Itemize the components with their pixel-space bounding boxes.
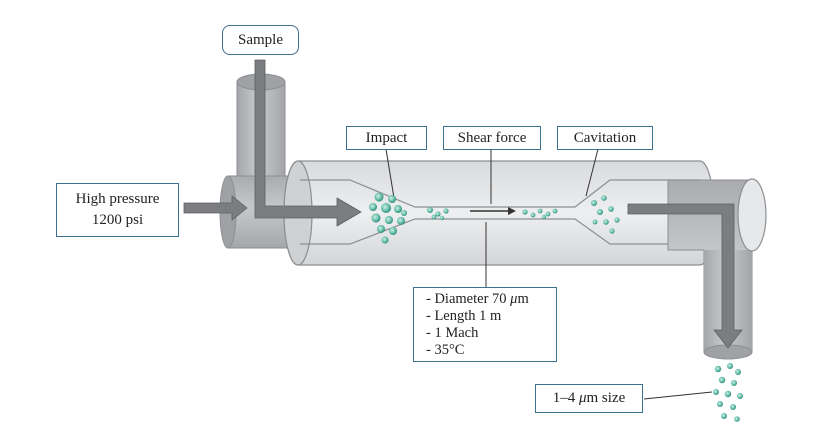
outlet-arrow xyxy=(627,203,743,349)
sample-arrow xyxy=(254,59,362,227)
high-pressure-text: High pressure xyxy=(75,191,160,207)
cavitation-particles xyxy=(591,195,620,234)
chamber-specs-box: - Diameter 70 μm - Length 1 m - 1 Mach -… xyxy=(413,287,557,362)
leader-lines xyxy=(385,148,713,400)
spec-diameter: - Diameter 70 μm xyxy=(426,290,529,307)
pressure-value-text: 1200 psi xyxy=(91,212,144,228)
impact-particles xyxy=(369,192,407,244)
output-size-label: 1–4 μm size xyxy=(535,384,643,413)
shear-force-label: Shear force xyxy=(443,126,541,150)
spec-temperature: - 35°C xyxy=(426,341,465,358)
spec-velocity: - 1 Mach xyxy=(426,324,479,341)
high-pressure-arrow xyxy=(183,195,248,221)
sample-text: Sample xyxy=(238,31,283,48)
impact-label: Impact xyxy=(346,126,427,150)
output-size-text: 1–4 μm size xyxy=(552,390,626,406)
impact-text: Impact xyxy=(365,129,408,146)
cavitation-label: Cavitation xyxy=(557,126,653,150)
shear-particles-left xyxy=(427,207,449,221)
cavitation-text: Cavitation xyxy=(573,129,637,146)
shear-force-text: Shear force xyxy=(457,129,527,146)
spec-length: - Length 1 m xyxy=(426,307,502,324)
output-particles xyxy=(713,363,743,422)
shear-particles-right xyxy=(522,208,558,220)
sample-label: Sample xyxy=(222,25,299,55)
high-pressure-label: High pressure 1200 psi xyxy=(56,183,179,237)
inner-channel xyxy=(300,179,700,245)
flow-arrow xyxy=(470,207,516,215)
